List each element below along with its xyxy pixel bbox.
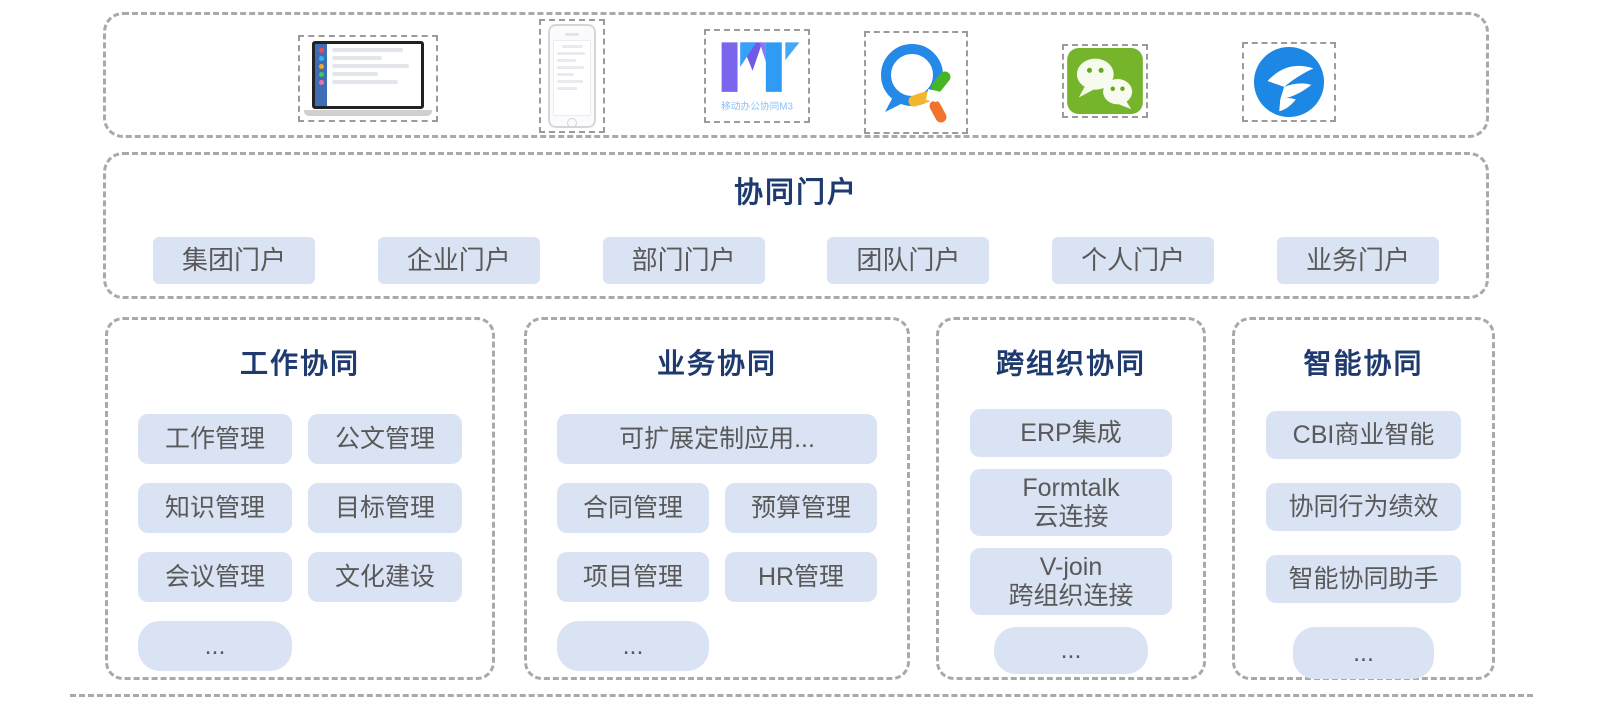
wechat-work-box xyxy=(864,31,968,134)
chip-row: 项目管理 HR管理 xyxy=(557,552,877,602)
feature-chip: ERP集成 xyxy=(970,409,1172,457)
smart-collaboration-panel: 智能协同 CBI商业智能 协同行为绩效 智能协同助手 ... xyxy=(1232,317,1495,680)
wechat-icon xyxy=(1067,48,1143,114)
more-chip: ... xyxy=(138,621,292,671)
section-title: 智能协同 xyxy=(1303,348,1424,379)
dingtalk-icon xyxy=(1253,46,1325,118)
work-collaboration-panel: 工作协同 工作管理 公文管理 知识管理 目标管理 会议管理 文化建设 ... xyxy=(105,317,495,680)
content-line xyxy=(332,64,410,68)
feature-chip: 工作管理 xyxy=(138,414,292,464)
sidebar-dot xyxy=(318,56,324,61)
content-line xyxy=(561,45,583,48)
section-body: 可扩展定制应用... 合同管理 预算管理 项目管理 HR管理 ... xyxy=(527,414,907,671)
laptop-base xyxy=(304,110,432,116)
feature-chip: 预算管理 xyxy=(725,483,877,533)
feature-chip: Formtalk 云连接 xyxy=(970,469,1172,536)
more-chip: ... xyxy=(557,621,709,671)
phone-speaker xyxy=(565,33,579,36)
portal-panel: 协同门户 集团门户 企业门户 部门门户 团队门户 个人门户 业务门户 xyxy=(103,152,1489,299)
content-line xyxy=(557,52,585,55)
section-body: ERP集成 Formtalk 云连接 V-join 跨组织连接 ... xyxy=(939,409,1203,674)
content-line xyxy=(557,66,584,69)
portal-chip-team: 团队门户 xyxy=(827,237,990,284)
chip-row: ... xyxy=(138,621,462,671)
section-body: CBI商业智能 协同行为绩效 智能协同助手 ... xyxy=(1235,411,1492,679)
content-line xyxy=(332,80,398,84)
content-line xyxy=(332,72,379,76)
portal-chip-personal: 个人门户 xyxy=(1052,237,1215,284)
wechat-box xyxy=(1062,44,1148,118)
chip-row: 工作管理 公文管理 xyxy=(138,414,462,464)
m3-logo-icon: 移动办公协同M3 xyxy=(721,42,800,113)
content-line xyxy=(557,80,584,83)
phone-preview-icon xyxy=(548,24,596,128)
sidebar-dot xyxy=(318,72,324,77)
portal-chip-group: 集团门户 xyxy=(153,237,315,284)
feature-chip: 合同管理 xyxy=(557,483,709,533)
feature-chip: 智能协同助手 xyxy=(1266,555,1461,603)
feature-chip: V-join 跨组织连接 xyxy=(970,548,1172,615)
mobile-client-box xyxy=(539,19,605,133)
feature-chip: HR管理 xyxy=(725,552,877,602)
sidebar-dot xyxy=(318,48,324,53)
laptop-screen xyxy=(312,41,424,109)
portal-row: 集团门户 企业门户 部门门户 团队门户 个人门户 业务门户 xyxy=(106,237,1486,284)
portal-chip-business: 业务门户 xyxy=(1276,237,1439,284)
feature-chip: 目标管理 xyxy=(308,483,462,533)
chip-row: 会议管理 文化建设 xyxy=(138,552,462,602)
feature-chip: 会议管理 xyxy=(138,552,292,602)
section-title: 跨组织协同 xyxy=(995,348,1146,379)
chip-row: 知识管理 目标管理 xyxy=(138,483,462,533)
laptop-app-sidebar xyxy=(315,44,327,106)
section-title: 工作协同 xyxy=(239,348,360,379)
m3-logo-label: 移动办公协同M3 xyxy=(721,100,793,113)
portal-title: 协同门户 xyxy=(733,177,858,209)
dingtalk-box xyxy=(1242,42,1336,122)
more-chip: ... xyxy=(1293,627,1434,679)
wechat-work-icon xyxy=(881,43,951,122)
feature-chip-wide: 可扩展定制应用... xyxy=(557,414,877,464)
feature-chip: 知识管理 xyxy=(138,483,292,533)
section-body: 工作管理 公文管理 知识管理 目标管理 会议管理 文化建设 ... xyxy=(108,414,492,671)
laptop-app-content xyxy=(327,44,421,106)
laptop-preview-icon xyxy=(304,41,432,116)
content-line xyxy=(332,48,404,52)
chip-row: ... xyxy=(557,621,877,671)
cutoff-panel-edge xyxy=(70,694,1533,701)
content-line xyxy=(332,56,383,60)
more-chip: ... xyxy=(994,627,1148,674)
sidebar-dot xyxy=(318,64,324,69)
laptop-client-box xyxy=(298,35,438,122)
clients-panel: 移动办公协同M3 xyxy=(103,12,1489,138)
portal-chip-department: 部门门户 xyxy=(602,237,765,284)
portal-chip-enterprise: 企业门户 xyxy=(377,237,540,284)
business-collaboration-panel: 业务协同 可扩展定制应用... 合同管理 预算管理 项目管理 HR管理 ... xyxy=(524,317,910,680)
content-line xyxy=(557,59,577,62)
m3-logo-box: 移动办公协同M3 xyxy=(704,29,810,123)
content-line xyxy=(557,73,575,76)
sidebar-dot xyxy=(318,80,324,85)
cross-org-collaboration-panel: 跨组织协同 ERP集成 Formtalk 云连接 V-join 跨组织连接 ..… xyxy=(936,317,1206,680)
feature-chip: 公文管理 xyxy=(308,414,462,464)
feature-chip: CBI商业智能 xyxy=(1266,411,1461,459)
feature-chip: 项目管理 xyxy=(557,552,709,602)
feature-chip: 文化建设 xyxy=(308,552,462,602)
feature-chip: 协同行为绩效 xyxy=(1266,483,1461,531)
section-title: 业务协同 xyxy=(656,348,777,379)
chip-row: 合同管理 预算管理 xyxy=(557,483,877,533)
phone-home-button xyxy=(567,118,577,128)
phone-screen xyxy=(553,40,591,116)
content-line xyxy=(557,87,577,90)
